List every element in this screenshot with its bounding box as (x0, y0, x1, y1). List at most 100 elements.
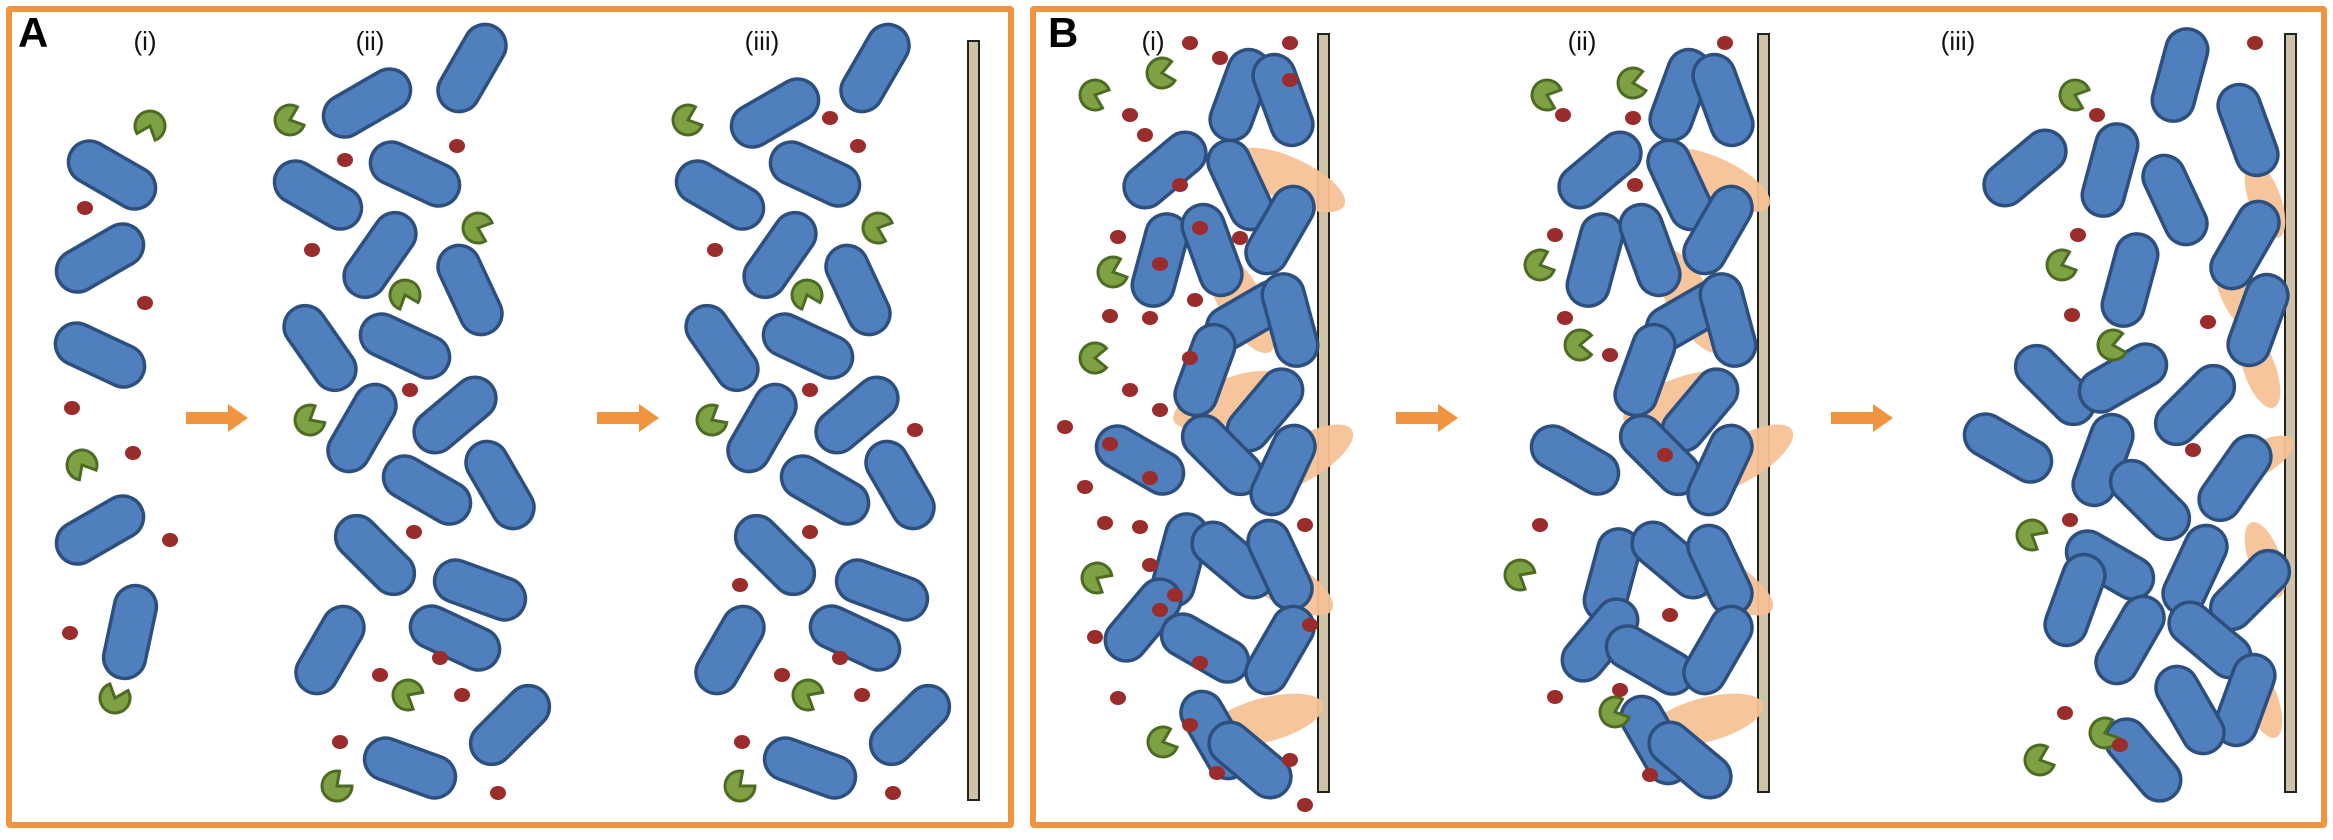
panel-b-step-2 (1503, 33, 1794, 800)
bacterium-icon (742, 210, 818, 300)
molecule-icon (62, 626, 78, 640)
bacterium-icon (358, 312, 452, 380)
bacterium-icon (1244, 604, 1316, 696)
surface-icon (1317, 33, 1330, 793)
enzyme-icon (1523, 248, 1557, 282)
molecule-icon (802, 525, 818, 539)
molecule-icon (1547, 690, 1563, 704)
bacterium-icon (101, 583, 159, 681)
molecule-icon (1642, 768, 1658, 782)
enzyme-icon (2045, 248, 2079, 282)
bacterium-icon (2226, 272, 2290, 368)
bacterium-icon (834, 558, 930, 622)
molecule-icon (1625, 111, 1641, 125)
bacterium-icon (1249, 423, 1317, 517)
panel-b-arrow-2 (1831, 404, 1893, 432)
molecule-icon (2064, 308, 2080, 322)
bacterium-icon (1565, 212, 1625, 308)
enzyme-icon (1503, 558, 1537, 592)
enzyme-icon (861, 211, 895, 245)
molecule-icon (1209, 766, 1225, 780)
molecule-icon (432, 651, 448, 665)
molecule-icon (406, 525, 422, 539)
bacterium-icon (1647, 720, 1733, 800)
molecule-icon (137, 296, 153, 310)
bacterium-icon (321, 67, 413, 139)
molecule-icon (2057, 706, 2073, 720)
molecule-icon (1282, 36, 1298, 50)
bacterium-icon (1698, 272, 1758, 368)
molecule-icon (1097, 516, 1113, 530)
molecule-icon (907, 423, 923, 437)
enzyme-icon (1563, 328, 1594, 362)
molecule-icon (372, 668, 388, 682)
bacterium-icon (2216, 82, 2280, 178)
panel-b-letter: B (1048, 9, 1079, 56)
molecule-icon (2089, 108, 2105, 122)
bacterium-icon (436, 22, 508, 114)
panel-b-step-2-label: (ii) (1567, 26, 1597, 56)
bacterium-icon (1618, 202, 1682, 298)
molecule-icon (1282, 753, 1298, 767)
bacterium-icon (2077, 342, 2169, 414)
bacterium-icon (2209, 199, 2281, 291)
molecule-icon (1077, 480, 1093, 494)
enzyme-icon (2015, 518, 2049, 552)
molecule-icon (1102, 437, 1118, 451)
molecule-icon (1122, 383, 1138, 397)
bacterium-icon (726, 382, 798, 474)
bacterium-icon (2094, 594, 2166, 686)
molecule-icon (707, 243, 723, 257)
bacterium-icon (66, 139, 158, 211)
molecule-icon (1142, 558, 1158, 572)
molecule-icon (1232, 231, 1248, 245)
bacterium-icon (2141, 153, 2209, 247)
enzyme-icon (1146, 725, 1180, 759)
bacterium-icon (761, 312, 855, 380)
bacterium-icon (674, 159, 766, 231)
molecule-icon (2200, 315, 2216, 329)
bacterium-icon (272, 159, 364, 231)
molecule-icon (1087, 630, 1103, 644)
panel-a-arrow-2 (597, 404, 659, 432)
molecule-icon (1547, 228, 1563, 242)
molecule-icon (1297, 798, 1313, 812)
bacterium-icon (729, 77, 821, 149)
arrow-icon (1831, 404, 1893, 432)
bacterium-icon (2153, 363, 2237, 447)
panel-a-step-2 (272, 22, 552, 803)
bacterium-icon (1094, 424, 1186, 496)
molecule-icon (2070, 228, 2086, 242)
molecule-icon (1282, 73, 1298, 87)
molecule-icon (1137, 128, 1153, 142)
enzyme-icon (461, 211, 495, 245)
bacterium-icon (694, 604, 766, 696)
bacterium-icon (2197, 433, 2273, 523)
molecule-icon (1555, 108, 1571, 122)
bacterium-icon (2043, 552, 2107, 648)
molecule-icon (1182, 36, 1198, 50)
molecule-icon (2185, 443, 2201, 457)
panel-b-step-1 (1057, 33, 1354, 812)
molecule-icon (1302, 618, 1318, 632)
bacterium-icon (1260, 272, 1320, 368)
enzyme-icon (1530, 78, 1564, 112)
bacterium-icon (362, 736, 458, 800)
bacterium-icon (1244, 184, 1316, 276)
panel-b-step-3-label: (iii) (1940, 26, 1976, 56)
bacterium-icon (2013, 343, 2097, 427)
bacterium-icon (412, 375, 498, 455)
panel-a-step-3-label: (iii) (744, 26, 780, 56)
panel-a-arrow-1 (186, 404, 248, 432)
bacterium-icon (779, 454, 871, 526)
molecule-icon (1142, 471, 1158, 485)
enzyme-icon (1616, 66, 1649, 100)
bacterium-icon (864, 439, 936, 531)
bacterium-icon (326, 382, 398, 474)
bacterium-icon (1982, 128, 2068, 208)
bacterium-icon (768, 140, 862, 208)
molecule-icon (337, 153, 353, 167)
enzyme-icon (671, 103, 705, 137)
bacterium-icon (1207, 720, 1293, 800)
